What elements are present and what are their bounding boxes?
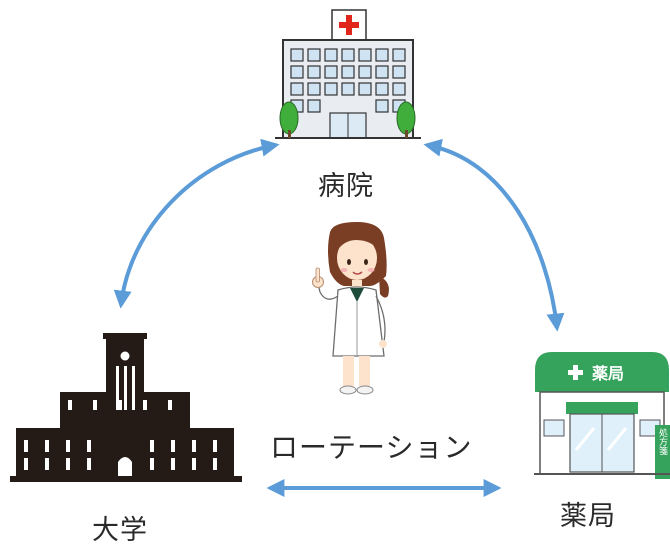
pharmacist-icon: [312, 222, 389, 395]
university-window: [213, 440, 217, 452]
university-window: [143, 400, 147, 410]
university-window: [24, 440, 28, 452]
university-window: [87, 440, 91, 452]
hospital-window: [375, 99, 389, 113]
hospital-window: [324, 48, 338, 62]
university-window: [45, 440, 49, 452]
university-window: [66, 458, 70, 470]
arrow-hospital-university: [113, 138, 280, 309]
university-window: [24, 458, 28, 470]
hospital-window: [375, 48, 389, 62]
hospital-window: [358, 48, 372, 62]
university-window: [213, 458, 217, 470]
pharmacy-icon: [534, 352, 670, 479]
hospital-window: [290, 65, 304, 79]
hospital-window: [324, 82, 338, 96]
university-window: [168, 400, 172, 410]
hospital-window: [358, 65, 372, 79]
hospital-icon: [275, 9, 421, 139]
arrow-hospital-pharmacy: [423, 138, 565, 332]
university-window: [150, 440, 154, 452]
hospital-window: [307, 82, 321, 96]
hospital-window: [324, 65, 338, 79]
university-window: [171, 458, 175, 470]
university-window: [171, 440, 175, 452]
rotation-label: ローテーション: [270, 431, 473, 464]
university-window: [192, 458, 196, 470]
pharmacy-sign: 薬局: [591, 364, 624, 383]
hospital-window: [341, 82, 355, 96]
university-window: [66, 440, 70, 452]
pharmacy-label: 薬局: [560, 501, 616, 532]
university-window: [45, 458, 49, 470]
hospital-window: [341, 48, 355, 62]
university-window: [118, 400, 122, 410]
hospital-window: [358, 82, 372, 96]
hospital-window: [307, 65, 321, 79]
arrows: [113, 138, 565, 497]
hospital-window: [307, 99, 321, 113]
university-window: [150, 458, 154, 470]
university-window: [93, 400, 97, 410]
pharmacy-shutter-text: 処方箋: [657, 427, 668, 455]
hospital-label: 病院: [318, 171, 374, 202]
hospital-window: [290, 48, 304, 62]
hospital-window: [375, 82, 389, 96]
hospital-window: [392, 65, 406, 79]
hospital-window: [392, 82, 406, 96]
university-window: [192, 440, 196, 452]
university-window: [87, 458, 91, 470]
hospital-window: [375, 65, 389, 79]
hospital-window: [307, 48, 321, 62]
hospital-window: [392, 48, 406, 62]
hospital-window: [341, 65, 355, 79]
university-icon: [10, 333, 242, 482]
university-window: [68, 400, 72, 410]
hospital-window: [290, 82, 304, 96]
university-label: 大学: [92, 515, 148, 546]
